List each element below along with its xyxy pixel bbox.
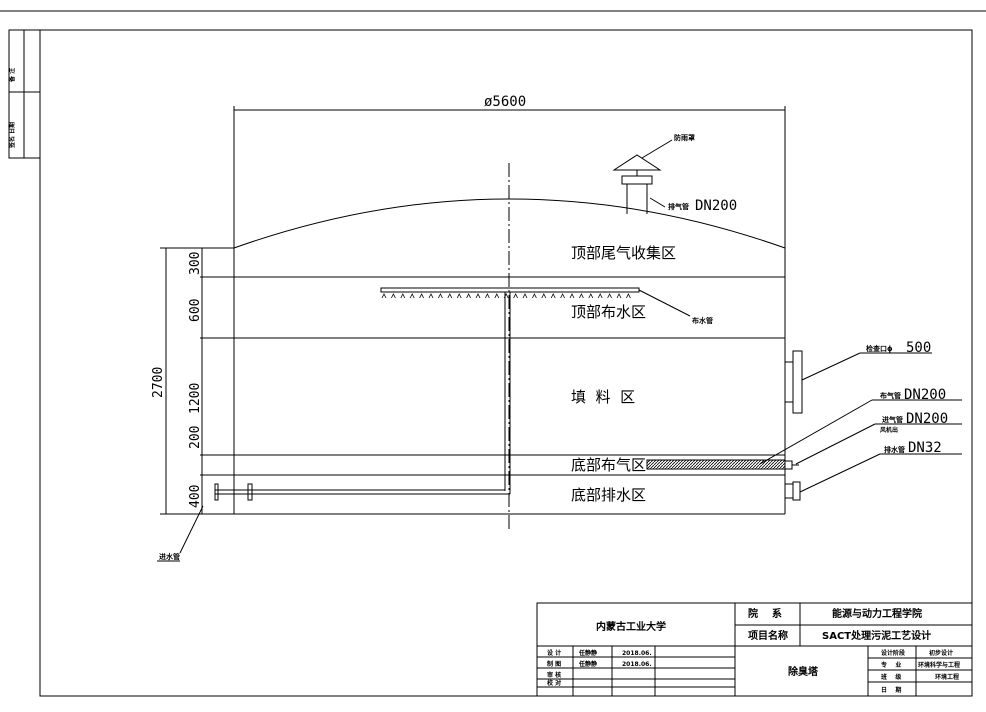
spray-nozzle (541, 293, 547, 299)
dim-400: 400 (188, 485, 203, 508)
spray-nozzle (447, 293, 453, 299)
row-role-2: 制 图 (547, 660, 561, 668)
air-dist-label-size: DN200 (904, 387, 946, 403)
row-role-3: 审 核 (547, 671, 561, 679)
air-dist-label-prefix: 布气管 (880, 391, 901, 400)
right-label-2: 专 业 (881, 661, 901, 669)
segment-dimensions: 300 600 1200 200 400 (188, 248, 203, 514)
title-block: 内蒙古工业大学 院 系 能源与动力工程学院 项目名称 SACT处理污泥工艺设计 … (536, 602, 973, 697)
spray-nozzle (513, 293, 518, 299)
air-inlet-callout: 进气管 DN200 风机出 (795, 411, 962, 465)
air-inlet-note: 风机出 (880, 426, 898, 434)
spray-nozzle (607, 293, 612, 299)
project-label: 项目名称 (748, 629, 788, 642)
spray-nozzle (522, 293, 528, 299)
manhole: 检查口ϕ 500 (784, 340, 932, 414)
spray-nozzle (400, 293, 406, 299)
right-label-4: 日 期 (881, 686, 901, 694)
exhaust-label-size: DN200 (695, 198, 737, 214)
row-name-1: 任静静 (578, 649, 597, 657)
exhaust-stack: 防雨罩 排气管 DN200 (612, 133, 737, 214)
height-dimension: 2700 (151, 247, 234, 515)
drain-label-size: DN32 (908, 440, 942, 456)
right-label-1: 设计阶段 (881, 649, 905, 657)
spray-nozzle (550, 293, 556, 299)
spray-nozzle (391, 293, 396, 299)
diameter-label: ø5600 (484, 94, 526, 110)
diameter-dimension: ø5600 (233, 94, 786, 248)
spray-nozzle (419, 293, 424, 299)
right-label-3: 班 级 (881, 673, 901, 681)
row-date-2: 2018.06. (622, 661, 652, 668)
air-dist-callout: 布气管 DN200 (759, 387, 962, 465)
side-strip: 备 注 签名 日期 (8, 29, 41, 159)
spray-nozzle (588, 293, 594, 299)
rain-cap-label: 防雨罩 (674, 133, 695, 142)
spray-nozzle (381, 293, 387, 299)
row-role-4: 校 对 (547, 679, 561, 687)
dim-300: 300 (188, 252, 203, 275)
dim-200: 200 (188, 426, 203, 449)
zone-bottom-air: 底部布气区 (571, 456, 646, 474)
air-inlet-label-prefix: 进气管 (882, 415, 903, 424)
spray-nozzle (466, 293, 471, 299)
zone-fill: 填 料 区 (571, 388, 635, 406)
air-distributor (646, 459, 799, 470)
spray-nozzle (532, 293, 537, 299)
drawing-name: 除臭塔 (788, 665, 819, 678)
water-inlet-label: 进水管 (159, 552, 180, 561)
side-strip-sign: 签名 日期 (8, 122, 16, 149)
right-value-2: 环境科学与工程 (918, 661, 960, 669)
row-name-2: 任静静 (578, 660, 597, 668)
right-value-1: 初步设计 (929, 649, 953, 657)
spray-pipe: 布水管 (380, 287, 713, 494)
spray-nozzle (456, 293, 462, 299)
spray-nozzle (626, 293, 631, 299)
spray-nozzle (579, 293, 584, 299)
spray-nozzle (494, 293, 500, 299)
spray-nozzles (381, 293, 631, 299)
height-label: 2700 (151, 367, 166, 398)
row-role-1: 设 计 (547, 649, 561, 657)
drawing-frame (39, 29, 973, 697)
drain-label-prefix: 排水管 (884, 445, 905, 454)
exhaust-label-prefix: 排气管 (668, 202, 689, 211)
dept-value: 能源与动力工程学院 (832, 607, 922, 620)
water-inlet-pipe: 进水管 (157, 483, 510, 562)
right-value-3: 环境工程 (935, 673, 959, 681)
spray-nozzle (560, 293, 565, 299)
spray-nozzle (485, 293, 490, 299)
project-value: SACT处理污泥工艺设计 (822, 629, 931, 642)
dept-label: 院 系 (748, 607, 782, 620)
dim-1200: 1200 (188, 383, 203, 414)
spray-nozzle (597, 293, 603, 299)
spray-nozzle (428, 293, 434, 299)
zone-top-water: 顶部布水区 (571, 303, 646, 321)
tank (200, 163, 786, 532)
row-date-1: 2018.06. (622, 650, 652, 657)
spray-pipe-label: 布水管 (692, 316, 713, 325)
drain-pipe: 排水管 DN32 (784, 440, 962, 501)
manhole-label-prefix: 检查口ϕ (866, 344, 893, 353)
spray-nozzle (616, 293, 622, 299)
zone-bottom-drain: 底部排水区 (571, 486, 646, 504)
university-name: 内蒙古工业大学 (596, 620, 666, 633)
spray-nozzle (438, 293, 443, 299)
spray-nozzle (409, 293, 415, 299)
zone-top-gas: 顶部尾气收集区 (571, 244, 676, 262)
dim-600: 600 (188, 299, 203, 322)
air-inlet-label-size: DN200 (906, 411, 948, 427)
spray-nozzle (475, 293, 481, 299)
manhole-label-size: 500 (906, 340, 931, 356)
side-strip-note: 备 注 (8, 68, 16, 83)
spray-nozzle (569, 293, 575, 299)
